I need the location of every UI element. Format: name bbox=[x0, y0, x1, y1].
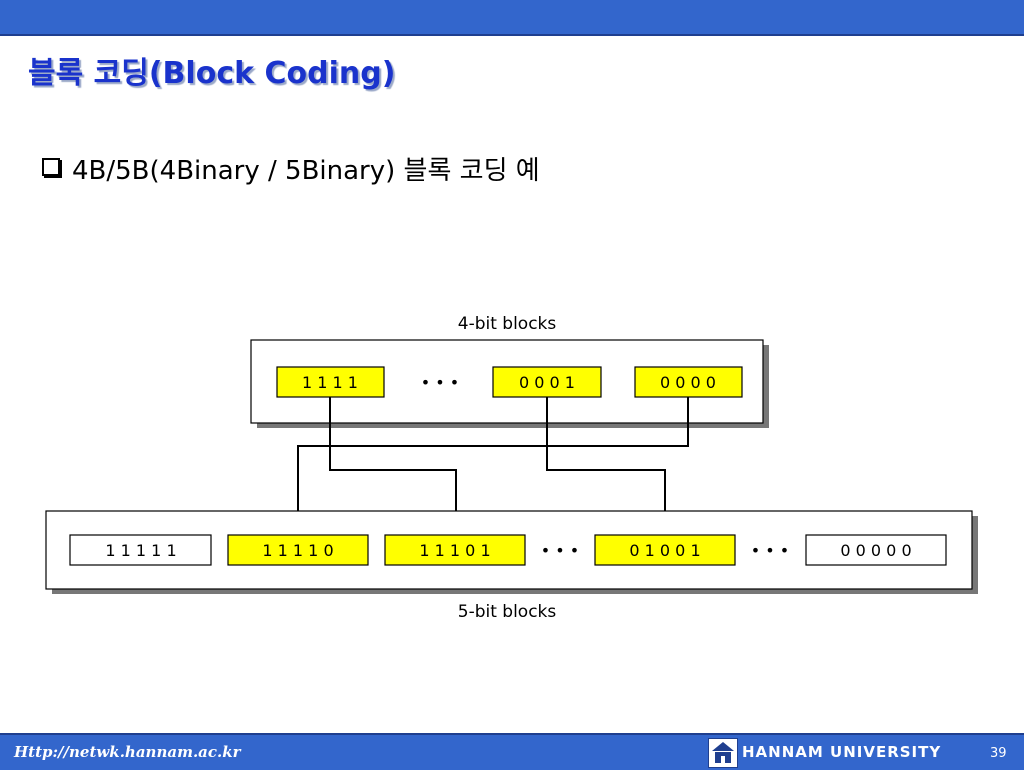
svg-text:0 1 0 0 1: 0 1 0 0 1 bbox=[629, 541, 700, 560]
five-bit-blocks-label: 5-bit blocks bbox=[458, 602, 557, 622]
university-logo-icon bbox=[708, 738, 738, 768]
svg-text:0 0 0 0: 0 0 0 0 bbox=[660, 373, 716, 392]
five-bit-ellipsis: • • • bbox=[751, 541, 789, 560]
five-bit-block: 1 1 1 1 0 bbox=[227, 534, 369, 566]
slide-title: 블록 코딩(Block Coding) bbox=[28, 56, 396, 91]
footer-bar: Http://netwk.hannam.ac.kr HANNAM UNIVERS… bbox=[0, 733, 1024, 770]
page-number: 39 bbox=[990, 746, 1007, 761]
svg-text:0 0 0 1: 0 0 0 1 bbox=[519, 373, 575, 392]
svg-text:1 1 1 1: 1 1 1 1 bbox=[302, 373, 358, 392]
svg-text:0 0 0 0 0: 0 0 0 0 0 bbox=[840, 541, 911, 560]
bullet-item: 4B/5B(4Binary / 5Binary) 블록 코딩 예 bbox=[42, 150, 540, 187]
five-bit-block: 0 0 0 0 0 bbox=[805, 534, 947, 566]
four-bit-ellipsis: • • • bbox=[421, 373, 459, 392]
svg-text:1 1 1 1 1: 1 1 1 1 1 bbox=[105, 541, 176, 560]
five-bit-ellipsis: • • • bbox=[541, 541, 579, 560]
footer-url-link[interactable]: Http://netwk.hannam.ac.kr bbox=[14, 743, 241, 761]
checkbox-bullet-icon bbox=[42, 158, 60, 176]
four-bit-block: 1 1 1 1 bbox=[276, 366, 385, 398]
university-name: HANNAM UNIVERSITY bbox=[742, 743, 942, 761]
five-bit-block: 0 1 0 0 1 bbox=[594, 534, 736, 566]
five-bit-block: 1 1 1 0 1 bbox=[384, 534, 526, 566]
mapping-arrows bbox=[293, 397, 689, 534]
arrow-1111-to-11101 bbox=[329, 397, 461, 534]
arrow-0001-to-01001 bbox=[546, 397, 670, 534]
svg-text:1 1 1 0 1: 1 1 1 0 1 bbox=[419, 541, 490, 560]
four-bit-block: 0 0 0 1 bbox=[492, 366, 602, 398]
svg-text:1 1 1 1 0: 1 1 1 1 0 bbox=[262, 541, 333, 560]
four-bit-blocks-label: 4-bit blocks bbox=[458, 314, 557, 334]
header-bar bbox=[0, 0, 1024, 36]
arrow-0000-to-11110 bbox=[293, 397, 689, 534]
four-bit-block: 0 0 0 0 bbox=[634, 366, 743, 398]
bullet-text: 4B/5B(4Binary / 5Binary) 블록 코딩 예 bbox=[72, 156, 540, 186]
five-bit-block: 1 1 1 1 1 bbox=[69, 534, 212, 566]
